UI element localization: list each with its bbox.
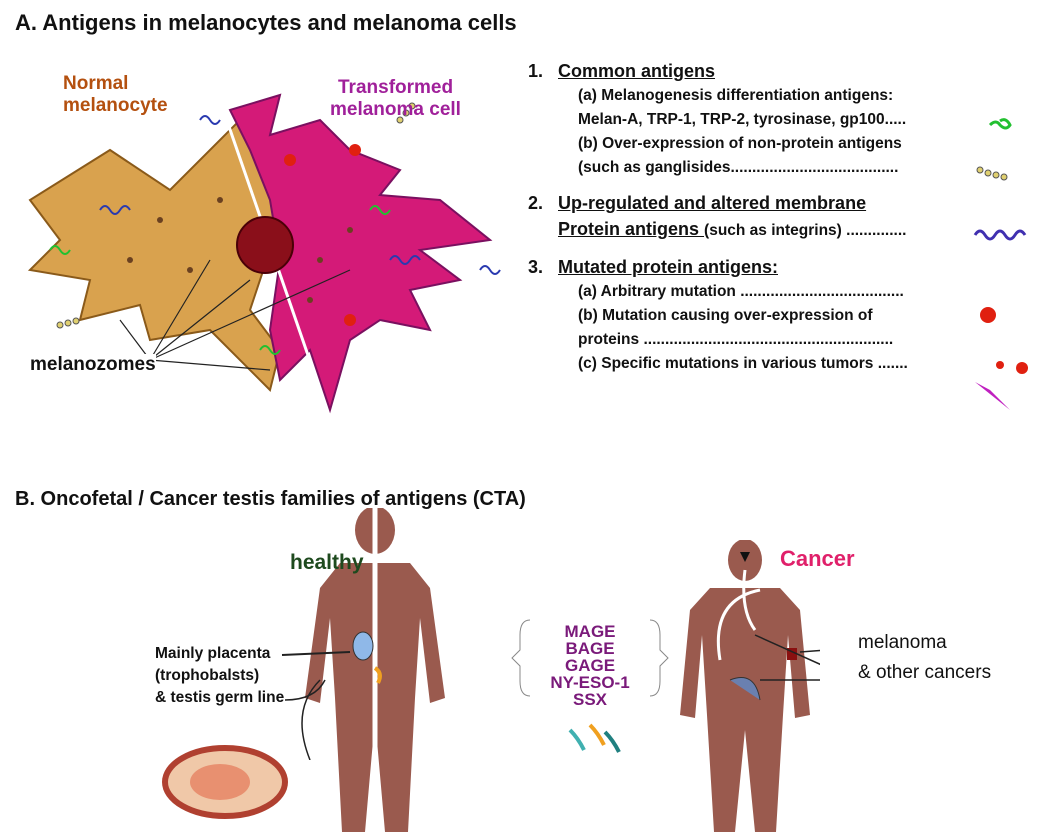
list-heading-text: Mutated protein antigens: (558, 257, 778, 277)
list-heading-2b: Protein antigens (such as integrins) ...… (528, 216, 998, 244)
transformed-cell-label: Transformed melanoma cell (330, 77, 461, 121)
antigen-icons (973, 118, 1028, 410)
cta-item-bage: BAGE (565, 639, 615, 658)
list-item: proteins ...............................… (578, 331, 894, 348)
melanoma-cell-shape (228, 93, 493, 414)
antigen-list: 1. Common antigens (a) Melanogenesis diff… (528, 58, 998, 376)
list-item: (such as ganglisides....................… (578, 159, 899, 176)
cta-item-ny-eso-1: NY-ESO-1 (550, 673, 630, 692)
list-item: (a) Arbitrary mutation .................… (578, 283, 904, 300)
nucleus (236, 216, 294, 274)
list-item: (b) Over-expression of non-protein antig… (578, 135, 902, 152)
list-item: (c) Specific mutations in various tumors… (578, 355, 908, 372)
melanoma-label: melanoma (858, 632, 947, 653)
list-heading-2: 2. Up-regulated and altered membrane (528, 190, 998, 216)
list-item: Melan-A, TRP-1, TRP-2, tyrosinase, gp100… (578, 111, 907, 128)
melanozomes-label: melanozomes (30, 354, 156, 376)
list-num: 3. (528, 257, 544, 277)
transformed-label-line2: melanoma cell (330, 99, 461, 120)
normal-label-line2: melanocyte (63, 95, 168, 116)
integrin-icon (973, 229, 1027, 241)
list-heading-3: 3. Mutated protein antigens: (528, 254, 998, 280)
list-item: (b) Mutation causing over-expression of (578, 307, 873, 324)
list-heading-1: 1. Common antigens (528, 58, 998, 84)
list-num: 1. (528, 61, 544, 81)
placenta-label-line: Mainly placenta (155, 645, 271, 662)
placenta-label-line: & testis germ line (155, 689, 285, 706)
cancer-body-illustration (680, 540, 820, 832)
cta-item-ssx: SSX (572, 690, 608, 709)
cta-item-mage: MAGE (564, 622, 616, 641)
other-cancers-label: & other cancers (858, 662, 992, 683)
cell-illustration (27, 93, 501, 414)
section-b-title: B. Oncofetal / Cancer testis families of… (15, 488, 526, 510)
list-heading-text: Up-regulated and altered membrane (558, 193, 867, 213)
cta-item-gage: GAGE (564, 656, 616, 675)
normal-label-line1: Normal (63, 73, 129, 94)
placenta-label-line: (trophobalsts) (155, 667, 260, 684)
specific-mutation-icon (975, 382, 1010, 410)
transformed-label-line1: Transformed (338, 77, 454, 98)
list-heading-suffix: (such as integrins) .............. (704, 222, 907, 239)
cta-antigen-icons (568, 723, 621, 753)
mutation-icon (980, 307, 996, 323)
section-a-title: A. Antigens in melanocytes and melanoma … (15, 10, 517, 35)
list-heading-text: Protein antigens (558, 219, 705, 239)
placenta-label: Mainly placenta (trophobalsts) & testis … (155, 643, 284, 709)
arrows-healthy (281, 651, 351, 760)
list-num: 2. (528, 193, 544, 213)
cancer-label: Cancer (780, 546, 855, 571)
green-protein-icon (988, 118, 1012, 130)
healthy-body-illustration (305, 508, 445, 832)
placenta-icon (352, 631, 374, 661)
ganglioside-icon (976, 166, 1008, 181)
overexpression-icon (996, 361, 1028, 374)
healthy-label: healthy (290, 551, 364, 574)
cta-list: MAGE BAGE GAGE NY-ESO-1 SSX (510, 615, 670, 708)
list-item: (a) Melanogenesis differentiation antige… (578, 87, 894, 104)
normal-melanocyte-label: Normal melanocyte (63, 73, 168, 117)
normal-melanocyte-shape (27, 118, 282, 392)
fetus-icon (162, 745, 288, 819)
testis-antigen-icon (373, 666, 382, 684)
list-heading-text: Common antigens (558, 61, 716, 81)
